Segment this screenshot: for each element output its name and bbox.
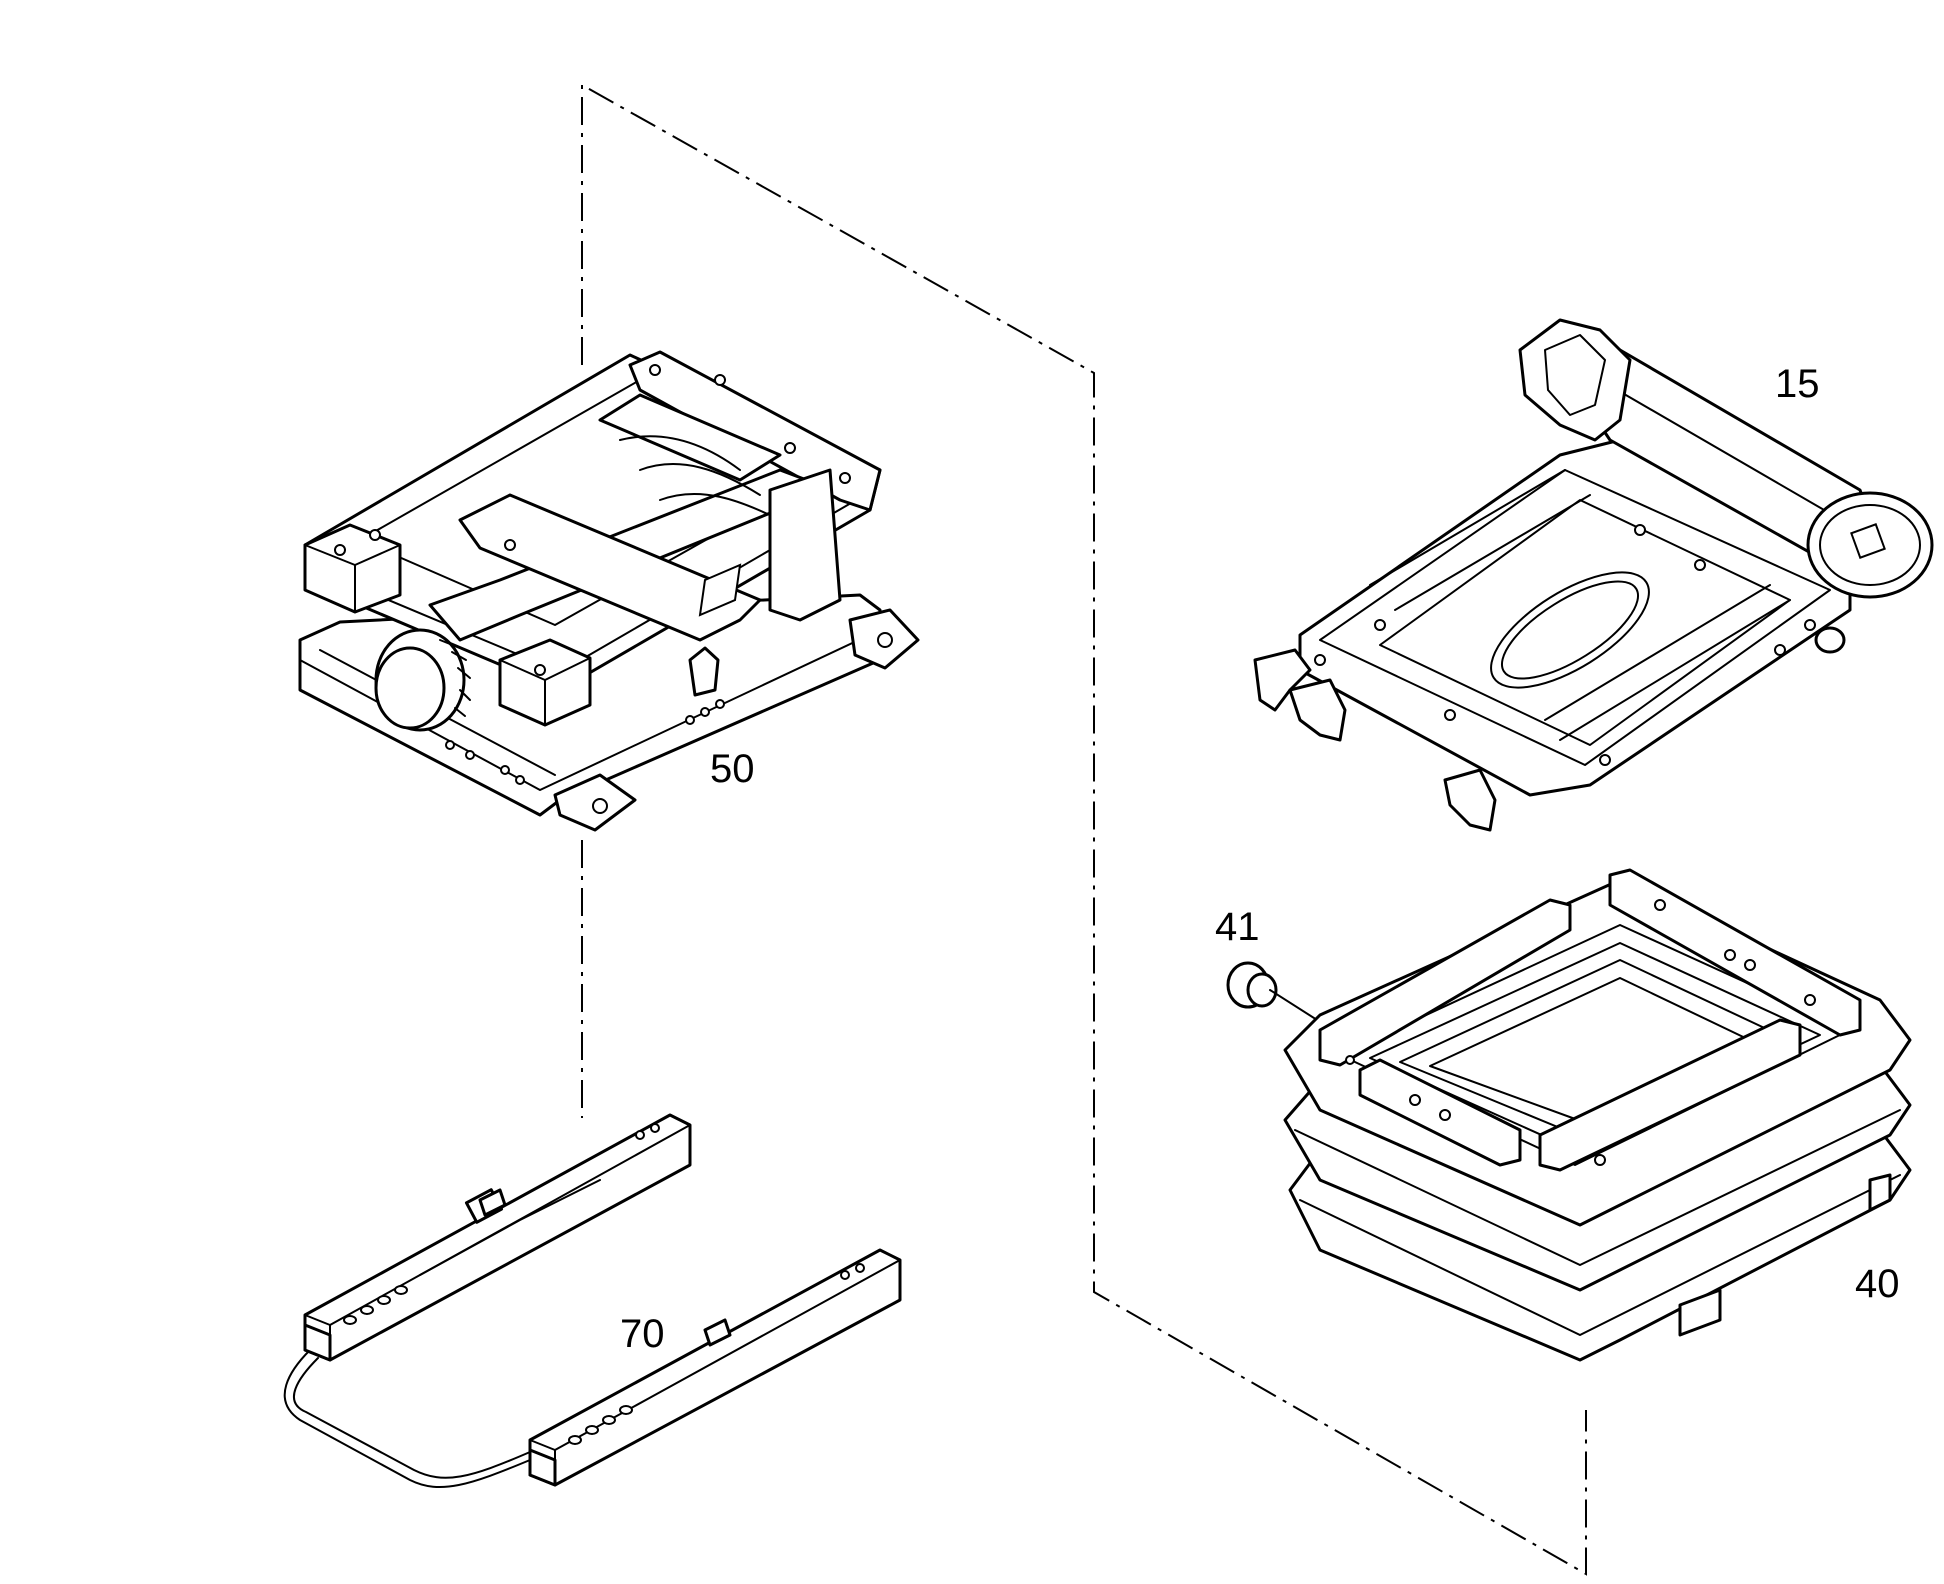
lever-2	[1288, 678, 1347, 742]
block-left	[303, 523, 402, 614]
rail-front	[528, 1248, 902, 1487]
scissor-arm-2	[458, 493, 762, 642]
part-70-slide-rails	[283, 1113, 902, 1489]
callout-50: 50	[710, 747, 755, 791]
spring-housing	[598, 393, 782, 482]
side-plate	[768, 468, 842, 622]
part-50-scissor-suspension	[298, 350, 920, 832]
callout-40: 40	[1855, 1262, 1900, 1306]
callout-70: 70	[620, 1312, 665, 1356]
locking-pin	[688, 646, 720, 697]
connecting-bar	[283, 1349, 531, 1489]
assembly-boundary-lines	[581, 83, 1587, 1576]
part-40-bellows	[1283, 868, 1912, 1362]
callout-15: 15	[1775, 362, 1820, 406]
lever-3	[1443, 768, 1497, 832]
adjust-knob	[374, 628, 471, 732]
callout-41: 41	[1215, 905, 1260, 949]
part-15-seat-pan-frame	[1253, 318, 1934, 832]
top-bar-front-right	[1538, 1018, 1802, 1172]
top-bar-left	[1318, 898, 1572, 1067]
part-41-plug	[1226, 961, 1326, 1026]
